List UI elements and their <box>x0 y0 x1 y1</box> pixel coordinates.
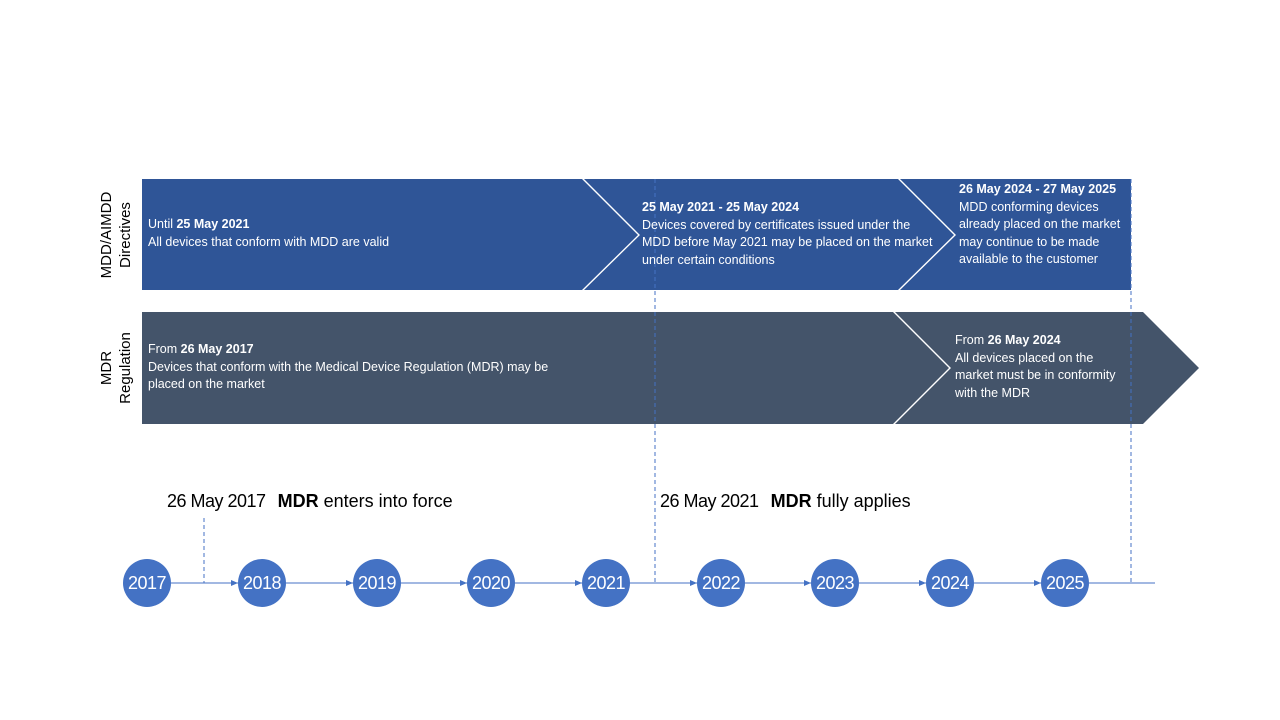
year-circle-2025: 2025 <box>1041 559 1089 607</box>
milestone-2021: 26 May 2021 MDR fully applies <box>660 491 911 512</box>
mdr-band-segment-1 <box>142 312 949 424</box>
row-label-mdd-line1: MDD/AIMDD <box>98 191 115 279</box>
milestone-2017-bold: MDR <box>277 491 319 511</box>
mdr-box-1-text: Devices that conform with the Medical De… <box>148 359 549 392</box>
mdr-band-segment-2 <box>895 312 1199 424</box>
year-circle-2021: 2021 <box>582 559 630 607</box>
year-circle-2018: 2018 <box>238 559 286 607</box>
mdd-box-3: 26 May 2024 - 27 May 2025 MDD conforming… <box>959 181 1127 269</box>
milestone-2021-text: fully applies <box>811 491 911 511</box>
mdd-band-segment-1 <box>142 179 638 290</box>
row-label-mdr-line2: Regulation <box>117 332 134 404</box>
mdd-box-2-date: 25 May 2021 - 25 May 2024 <box>642 200 800 214</box>
year-circle-2017: 2017 <box>123 559 171 607</box>
milestone-2017-text: enters into force <box>318 491 453 511</box>
mdr-box-2-date: 26 May 2024 <box>987 333 1061 347</box>
mdr-box-2-text: All devices placed on the market must be… <box>955 350 1116 400</box>
mdd-box-3-date: 26 May 2024 - 27 May 2025 <box>959 182 1117 196</box>
mdd-box-2: 25 May 2021 - 25 May 2024 Devices covere… <box>642 199 938 269</box>
mdr-box-1-prefix: From <box>148 342 181 356</box>
mdd-band-segment-2 <box>584 179 954 290</box>
mdd-box-1-prefix: Until <box>148 217 177 231</box>
mdd-box-1-text: All devices that conform with MDD are va… <box>148 234 390 249</box>
mdd-box-3-text: MDD conforming devices already placed on… <box>959 199 1121 267</box>
mdr-box-1: From 26 May 2017 Devices that conform wi… <box>148 341 578 394</box>
row-label-mdd: MDD/AIMDD Directives <box>91 179 141 291</box>
year-circle-2019: 2019 <box>353 559 401 607</box>
year-circle-2022: 2022 <box>697 559 745 607</box>
mdd-band-segment-3 <box>900 179 1131 290</box>
mdd-box-2-text: Devices covered by certificates issued u… <box>642 217 933 267</box>
mdd-box-1-date: 25 May 2021 <box>176 217 250 231</box>
mdr-box-2-prefix: From <box>955 333 988 347</box>
year-circle-2023: 2023 <box>811 559 859 607</box>
year-circle-2024: 2024 <box>926 559 974 607</box>
row-label-mdd-line2: Directives <box>117 202 134 268</box>
row-label-mdr-line1: MDR <box>98 350 115 386</box>
mdr-box-2: From 26 May 2024 All devices placed on t… <box>955 332 1127 402</box>
mdd-box-1: Until 25 May 2021 All devices that confo… <box>148 216 568 251</box>
milestone-2017-date: 26 May 2017 <box>167 491 266 511</box>
milestone-2017: 26 May 2017 MDR enters into force <box>167 491 453 512</box>
year-circle-2020: 2020 <box>467 559 515 607</box>
mdr-box-1-date: 26 May 2017 <box>180 342 254 356</box>
milestone-2021-bold: MDR <box>770 491 812 511</box>
row-label-mdr: MDR Regulation <box>91 312 141 424</box>
milestone-2021-date: 26 May 2021 <box>660 491 759 511</box>
